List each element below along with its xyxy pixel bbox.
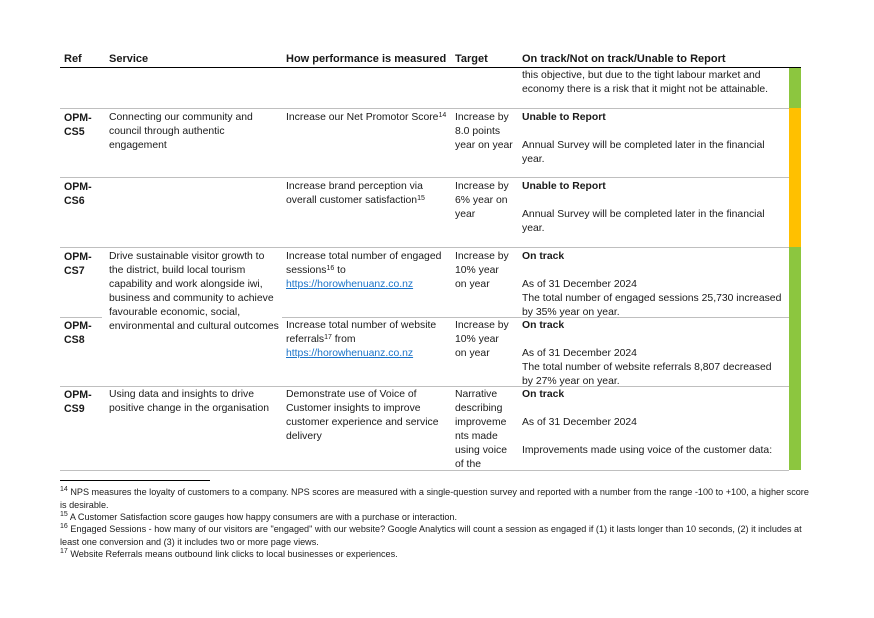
footnote-ref-14: 14 xyxy=(438,112,447,119)
footnote-number: 17 xyxy=(60,548,68,555)
status-bar-cs7-cs9 xyxy=(789,247,801,470)
measure-cs8: Increase total number of website referra… xyxy=(286,319,448,361)
service-cs5: Connecting our community and council thr… xyxy=(109,112,253,151)
status-title-cs9: On track xyxy=(522,389,565,400)
footnote-ref-15: 15 xyxy=(417,195,425,202)
header-service: Service xyxy=(109,53,149,65)
target-cs7: Increase by 10% year on year xyxy=(455,251,509,290)
footnote-number: 16 xyxy=(60,523,68,530)
footnote-ref-16: 16 xyxy=(326,265,335,272)
ref-cs8: OPM-CS8 xyxy=(64,320,92,346)
footnote-15: 15 A Customer Satisfaction score gauges … xyxy=(60,511,810,524)
header-rule xyxy=(60,67,801,68)
status-text-cs9: Improvements made using voice of the cus… xyxy=(522,445,773,456)
service-cs9: Using data and insights to drive positiv… xyxy=(109,389,270,414)
ref-cs7: OPM-CS7 xyxy=(64,251,92,277)
row-divider xyxy=(60,386,789,387)
status-date-cs9: As of 31 December 2024 xyxy=(522,417,637,428)
ref-cs6: OPM-CS6 xyxy=(64,181,92,207)
header-status: On track/Not on track/Unable to Report xyxy=(522,53,726,65)
measure-cs7-text: Increase total number of engaged session… xyxy=(286,251,442,276)
header-ref: Ref xyxy=(64,53,82,65)
measure-cs5-text: Increase our Net Promotor Score xyxy=(286,112,439,123)
status-title-cs6: Unable to Report xyxy=(522,181,606,192)
status-title-cs8: On track xyxy=(522,320,565,331)
status-text-cs6: Annual Survey will be completed later in… xyxy=(522,209,765,234)
header-target: Target xyxy=(455,53,488,65)
target-cs5: Increase by 8.0 points year on year xyxy=(455,112,513,151)
footnote-ref-17: 17 xyxy=(324,334,332,341)
footnote-number: 15 xyxy=(60,511,68,518)
measure-cs7-suffix: to xyxy=(334,265,346,276)
row-divider xyxy=(60,470,789,471)
status-bar-cs5-cs6 xyxy=(789,108,801,247)
status-title-cs7: On track xyxy=(522,251,565,262)
footnote-text: Website Referrals means outbound link cl… xyxy=(67,549,398,559)
measure-cs6-text: Increase brand perception via overall cu… xyxy=(286,181,423,206)
status-text-cs7: The total number of engaged sessions 25,… xyxy=(522,293,782,318)
status-date-cs7: As of 31 December 2024 xyxy=(522,279,637,290)
row-divider xyxy=(60,247,789,248)
status-text-cs8: The total number of website referrals 8,… xyxy=(522,362,772,387)
header-measure: How performance is measured xyxy=(286,53,447,65)
row-divider xyxy=(282,317,789,318)
service-cs7: Drive sustainable visitor growth to the … xyxy=(109,251,279,332)
row-divider xyxy=(60,108,789,109)
target-cs9: Narrative describing improveme nts made … xyxy=(455,389,507,470)
ref-cs5: OPM-CS5 xyxy=(64,112,92,138)
continued-status-text: this objective, but due to the tight lab… xyxy=(522,70,769,95)
footnote-text: Engaged Sessions - how many of our visit… xyxy=(60,524,802,547)
row-divider xyxy=(60,317,102,318)
footnote-text: NPS measures the loyalty of customers to… xyxy=(60,487,809,510)
measure-cs9: Demonstrate use of Voice of Customer ins… xyxy=(286,389,439,442)
footnote-separator xyxy=(60,480,210,481)
footnote-number: 14 xyxy=(60,486,68,493)
measure-cs8-suffix: from xyxy=(331,334,356,345)
footnote-16: 16 Engaged Sessions - how many of our vi… xyxy=(60,523,810,548)
measure-cs6: Increase brand perception via overall cu… xyxy=(286,180,446,208)
target-cs6: Increase by 6% year on year xyxy=(455,181,509,220)
footnote-14: 14 NPS measures the loyalty of customers… xyxy=(60,486,810,511)
target-cs8: Increase by 10% year on year xyxy=(455,320,509,359)
ref-cs9: OPM-CS9 xyxy=(64,389,92,415)
horowhenua-link-cs8[interactable]: https://horowhenuanz.co.nz xyxy=(286,348,414,359)
footnote-text: A Customer Satisfaction score gauges how… xyxy=(67,512,458,522)
status-date-cs8: As of 31 December 2024 xyxy=(522,348,637,359)
status-text-cs5: Annual Survey will be completed later in… xyxy=(522,140,765,165)
measure-cs8-text: Increase total number of website referra… xyxy=(286,320,437,345)
measure-cs5: Increase our Net Promotor Score14 xyxy=(286,111,451,125)
measure-cs7: Increase total number of engaged session… xyxy=(286,250,448,292)
row-divider xyxy=(60,177,789,178)
status-bar-continued xyxy=(789,68,801,108)
horowhenua-link-cs7[interactable]: https://horowhenuanz.co.nz xyxy=(286,279,414,290)
status-title-cs5: Unable to Report xyxy=(522,112,606,123)
footnote-17: 17 Website Referrals means outbound link… xyxy=(60,548,810,561)
